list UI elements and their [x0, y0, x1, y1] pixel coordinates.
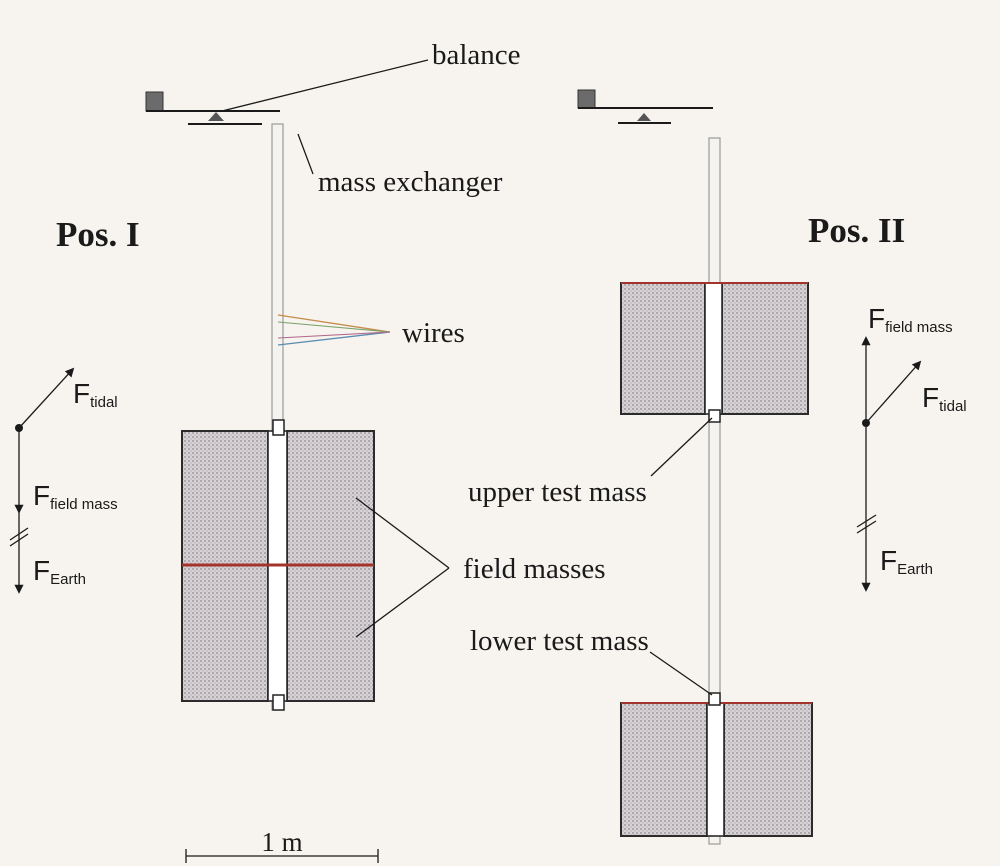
balance-right	[577, 89, 713, 124]
field-masses-label: field masses	[463, 553, 606, 585]
mass-exchanger-pointer	[297, 133, 314, 175]
exchanger-rod-right	[708, 137, 721, 845]
upper-test-mass-pointer	[650, 417, 713, 477]
balance-label: balance	[432, 39, 521, 71]
f-earth-left: FEarth	[33, 555, 86, 588]
f-field-mass-left: Ffield mass	[33, 480, 118, 513]
f-field-mass-right: Ffield mass	[868, 303, 953, 336]
force-diagram-pos2	[856, 336, 922, 592]
lower-test-mass-label: lower test mass	[470, 625, 649, 657]
balance-pointer	[221, 59, 429, 112]
wires-left	[277, 314, 391, 346]
scale-label: 1 m	[261, 827, 302, 857]
field-masses-upper-right	[620, 282, 809, 423]
wires-label: wires	[402, 317, 465, 349]
mass-exchanger-label: mass exchanger	[318, 166, 503, 198]
f-tidal-left: Ftidal	[73, 378, 118, 411]
field-masses-pointer-upper	[355, 497, 450, 569]
upper-test-mass-label: upper test mass	[468, 476, 647, 508]
field-masses-left	[181, 419, 375, 711]
pos2-label: Pos. II	[808, 211, 905, 250]
field-masses-lower-right	[620, 692, 813, 837]
f-tidal-right: Ftidal	[922, 382, 967, 415]
lower-test-mass-pointer	[649, 651, 713, 696]
scale-bar	[185, 849, 379, 863]
pos1-label: Pos. I	[56, 215, 140, 254]
f-earth-right: FEarth	[880, 545, 933, 578]
force-diagram-pos1	[9, 367, 75, 594]
pos1-apparatus	[145, 91, 391, 711]
pos2-apparatus	[577, 89, 813, 845]
field-masses-pointer-lower	[355, 567, 450, 638]
balance-left	[145, 91, 280, 125]
